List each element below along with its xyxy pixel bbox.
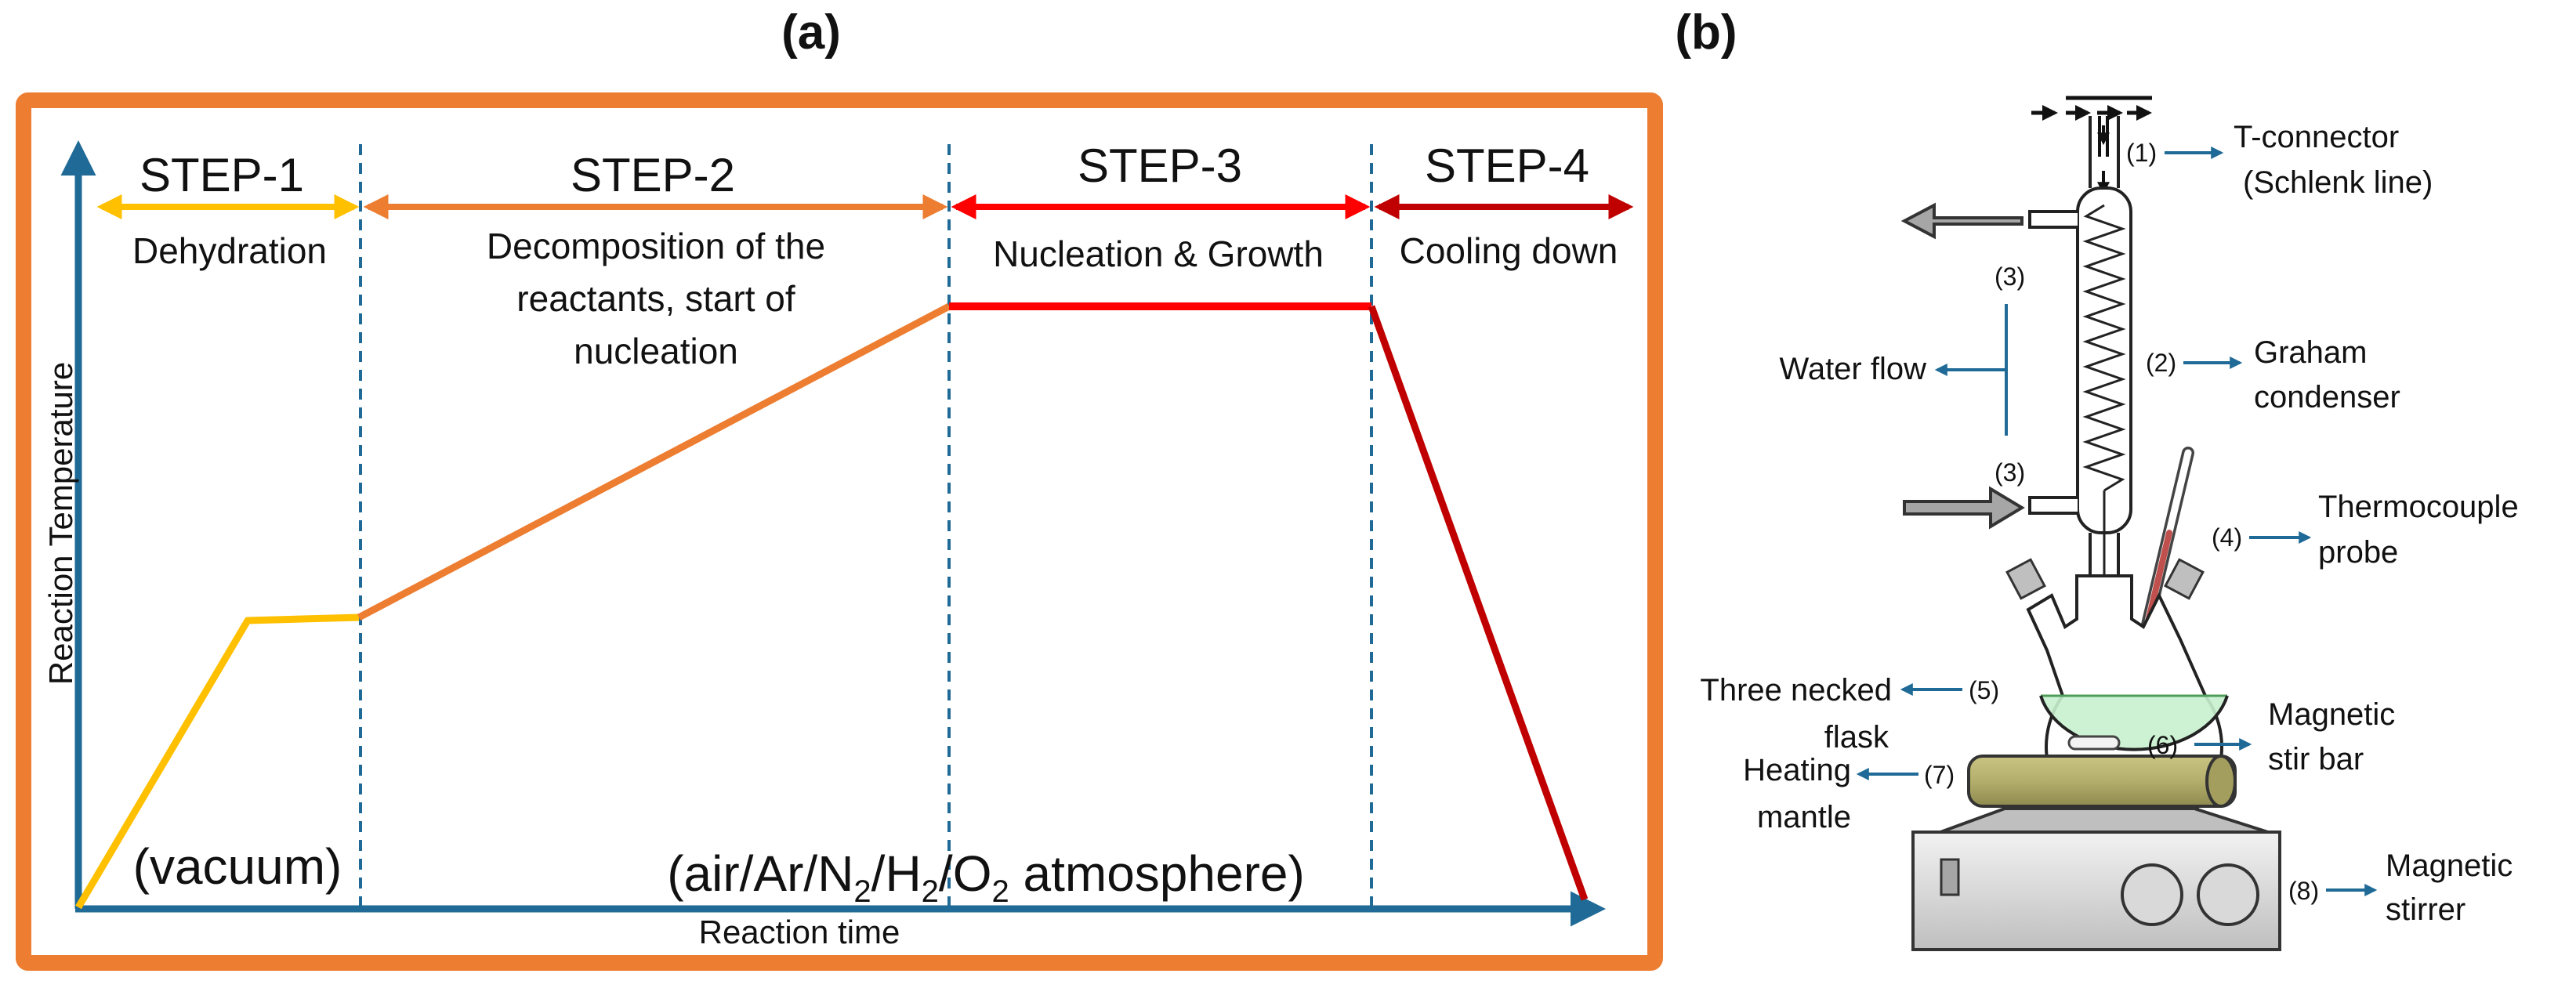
step-2-desc-line-3: nucleation bbox=[574, 331, 738, 371]
step-2-title: STEP-2 bbox=[571, 149, 735, 201]
atm-prefix: (air/Ar/N bbox=[667, 845, 853, 902]
flask-num: (5) bbox=[1969, 676, 1999, 704]
panel-b-label: (b) bbox=[1675, 5, 1737, 60]
stirbar-label-2: stir bar bbox=[2268, 742, 2364, 776]
t-connector-label-2: (Schlenk line) bbox=[2243, 165, 2433, 200]
flask-label-2: flask bbox=[1824, 720, 1889, 755]
step-4: STEP-4 Cooling down bbox=[1374, 139, 1634, 271]
flask-label-1: Three necked bbox=[1700, 673, 1892, 708]
thermo-label-1: Thermocouple bbox=[2318, 490, 2519, 524]
atm-sub-1: 2 bbox=[853, 874, 871, 909]
water-in-arrow bbox=[1903, 486, 2025, 530]
mantle-label-2: mantle bbox=[1757, 800, 1851, 834]
condenser-label-2: condenser bbox=[2254, 380, 2400, 414]
step-3-title: STEP-3 bbox=[1078, 139, 1242, 192]
mantle-num: (7) bbox=[1924, 761, 1955, 789]
thermo-label-2: probe bbox=[2318, 535, 2398, 570]
t-connector-num: (1) bbox=[2126, 139, 2157, 167]
atm-mid-1: /H bbox=[871, 845, 922, 902]
mantle-label-1: Heating bbox=[1743, 753, 1851, 787]
step-1: STEP-1 Dehydration bbox=[96, 149, 360, 271]
atm-sub-3: 2 bbox=[991, 874, 1009, 909]
stirrer-label-1: Magnetic bbox=[2386, 849, 2513, 883]
profile-step-2 bbox=[357, 303, 951, 621]
profile-step-4 bbox=[1368, 305, 1589, 901]
x-axis-label: Reaction time bbox=[699, 914, 900, 950]
t-connector bbox=[2031, 96, 2152, 195]
heating-mantle bbox=[1967, 755, 2237, 808]
stirrer-knob-1 bbox=[2121, 863, 2183, 926]
step-3: STEP-3 Nucleation & Growth bbox=[951, 139, 1371, 274]
water-num-bottom: (3) bbox=[1994, 458, 2025, 487]
atm-mid-2: /O bbox=[939, 845, 992, 902]
stir-bar bbox=[2067, 735, 2121, 751]
atmosphere-gas: (air/Ar/N2/H2/O2 atmosphere) bbox=[667, 845, 1305, 909]
panel-a: (a) Reaction Temperature Reaction time S… bbox=[16, 5, 1663, 971]
condenser-coil bbox=[2082, 204, 2126, 492]
step-4-title: STEP-4 bbox=[1425, 139, 1589, 192]
stirrer-switch bbox=[1940, 858, 1960, 896]
step-1-desc: Dehydration bbox=[132, 230, 327, 271]
atm-suffix: atmosphere) bbox=[1009, 845, 1305, 902]
stirbar-label-1: Magnetic bbox=[2268, 697, 2395, 732]
atmosphere-vacuum: (vacuum) bbox=[133, 838, 342, 895]
panel-a-frame bbox=[16, 92, 1663, 971]
step-2-desc-line-1: Decomposition of the bbox=[487, 226, 825, 266]
stirrer-num: (8) bbox=[2288, 877, 2319, 905]
step-4-desc: Cooling down bbox=[1400, 230, 1618, 271]
t-connector-label-1: T-connector bbox=[2234, 120, 2399, 154]
step-1-title: STEP-1 bbox=[139, 149, 304, 201]
profile-step-1 bbox=[75, 613, 360, 910]
graham-condenser bbox=[2028, 116, 2132, 595]
magnetic-stirrer bbox=[1911, 807, 2281, 951]
step-3-desc: Nucleation & Growth bbox=[993, 233, 1324, 274]
step-2: STEP-2 Decomposition of the reactants, s… bbox=[363, 149, 948, 371]
water-out-arrow bbox=[1900, 202, 2023, 240]
water-num-top: (3) bbox=[1994, 262, 2025, 291]
y-axis-label: Reaction Temperature bbox=[42, 362, 79, 685]
water-flow-label: Water flow bbox=[1780, 352, 1927, 386]
atm-sub-2: 2 bbox=[922, 874, 939, 909]
panel-a-label: (a) bbox=[781, 5, 841, 60]
panel-b: (b) bbox=[1675, 5, 2519, 951]
stirrer-label-2: stirrer bbox=[2386, 892, 2465, 927]
thermo-num: (4) bbox=[2212, 523, 2242, 552]
stirbar-num: (6) bbox=[2147, 731, 2178, 759]
condenser-num: (2) bbox=[2146, 349, 2176, 377]
condenser-label-1: Graham bbox=[2254, 335, 2368, 370]
stirrer-knob-2 bbox=[2197, 863, 2259, 926]
step-2-desc-line-2: reactants, start of bbox=[516, 278, 795, 319]
